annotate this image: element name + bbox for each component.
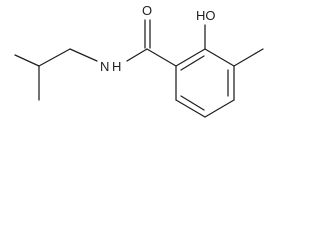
bond-n-carbonyl — [126, 48, 148, 62]
ring-bond-5-inner — [180, 95, 205, 111]
structure-canvas: O HO N H — [0, 0, 284, 132]
bond-methyl-a — [14, 54, 40, 67]
bond-ch2-n — [69, 48, 98, 62]
bond-ring-methyl — [233, 48, 264, 67]
ring-bond-1-inner — [180, 55, 205, 71]
amide-nitrogen-label: N — [100, 59, 109, 74]
ring-bond-2 — [204, 48, 235, 67]
skeletal-formula: O HO N H — [14, 3, 264, 118]
amide-hydrogen-label: H — [112, 59, 121, 74]
ring-bond-4 — [204, 99, 235, 118]
bond-carbonyl-ring — [146, 48, 177, 67]
bond-ch-ch2 — [38, 48, 71, 67]
hydroxyl-label: HO — [196, 8, 216, 23]
carbonyl-oxygen-label: O — [142, 3, 152, 18]
ring-bond-1 — [175, 48, 206, 67]
ring-bond-5 — [175, 99, 206, 118]
